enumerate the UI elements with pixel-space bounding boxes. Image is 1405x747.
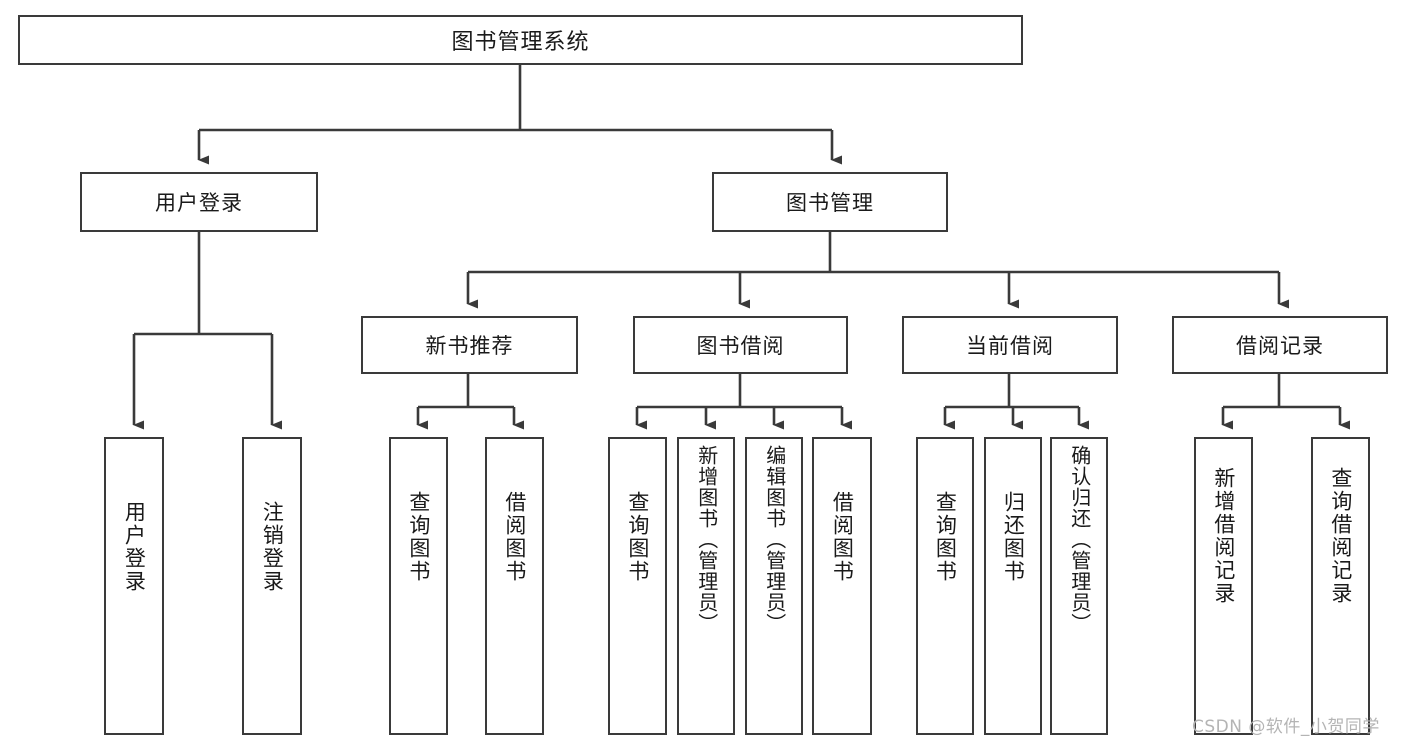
node-user-login[interactable]: 用户登录 (80, 172, 318, 232)
leaf-add-borrowing-record[interactable]: 新增借阅记录 (1194, 437, 1253, 735)
leaf-label: 查询图书 (933, 491, 958, 583)
leaf-query-books-borrowing[interactable]: 查询图书 (608, 437, 667, 735)
leaf-edit-book-admin[interactable]: 编辑图书（管理员） (745, 437, 803, 735)
leaf-user-login[interactable]: 用户登录 (104, 437, 164, 735)
leaf-label: 查询图书 (406, 491, 431, 583)
leaf-label: 查询借阅记录 (1328, 467, 1353, 605)
leaf-confirm-return-admin[interactable]: 确认归还（管理员） (1050, 437, 1108, 735)
leaf-label: 注销登录 (260, 501, 285, 593)
node-label: 当前借阅 (966, 334, 1054, 358)
node-root-book-management-system[interactable]: 图书管理系统 (18, 15, 1023, 65)
leaf-label: 查询图书 (625, 491, 650, 583)
node-label: 借阅记录 (1236, 334, 1324, 358)
node-new-book-recommendation[interactable]: 新书推荐 (361, 316, 578, 374)
leaf-label: 编辑图书（管理员） (762, 445, 787, 634)
leaf-label: 新增借阅记录 (1211, 467, 1236, 605)
leaf-label: 用户登录 (122, 501, 147, 593)
leaf-logout[interactable]: 注销登录 (242, 437, 302, 735)
leaf-label: 归还图书 (1001, 491, 1026, 583)
leaf-borrow-books-borrowing[interactable]: 借阅图书 (812, 437, 872, 735)
node-current-borrowing[interactable]: 当前借阅 (902, 316, 1118, 374)
leaf-return-books[interactable]: 归还图书 (984, 437, 1042, 735)
node-book-management[interactable]: 图书管理 (712, 172, 948, 232)
watermark-text: CSDN @软件_小贺同学 (1192, 717, 1380, 737)
leaf-query-books-recommendation[interactable]: 查询图书 (389, 437, 448, 735)
leaf-query-borrowing-record[interactable]: 查询借阅记录 (1311, 437, 1370, 735)
node-label: 图书管理 (786, 191, 874, 215)
node-book-borrowing[interactable]: 图书借阅 (633, 316, 848, 374)
node-label: 用户登录 (155, 191, 243, 215)
node-label: 图书管理系统 (451, 30, 590, 55)
leaf-label: 借阅图书 (502, 491, 527, 583)
node-label: 图书借阅 (696, 334, 785, 358)
leaf-label: 借阅图书 (830, 491, 855, 583)
leaf-add-book-admin[interactable]: 新增图书（管理员） (677, 437, 735, 735)
node-borrowing-records[interactable]: 借阅记录 (1172, 316, 1388, 374)
leaf-label: 新增图书（管理员） (694, 445, 719, 634)
node-label: 新书推荐 (425, 334, 514, 358)
leaf-label: 确认归还（管理员） (1067, 445, 1092, 634)
leaf-borrow-books-recommendation[interactable]: 借阅图书 (485, 437, 544, 735)
leaf-query-books-current[interactable]: 查询图书 (916, 437, 974, 735)
